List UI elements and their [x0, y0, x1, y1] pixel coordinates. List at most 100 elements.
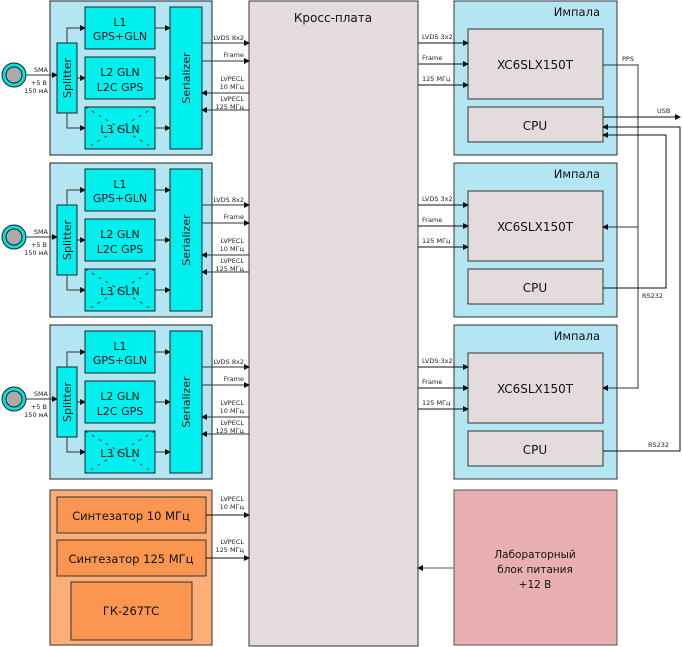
- psu-label: +12 В: [519, 579, 552, 591]
- cpu-label: CPU: [523, 281, 547, 295]
- link-label: LVPECL: [220, 95, 244, 103]
- l3-label: L3 GLN: [100, 285, 140, 298]
- link-label: Frame: [224, 213, 244, 221]
- rs232-cpu3-line: [602, 124, 681, 452]
- current-label: 150 мА: [24, 87, 48, 95]
- link-label: Frame: [224, 51, 244, 59]
- fpga-label: XC6SLX150T: [497, 382, 574, 396]
- link-label: 125 МГц: [216, 265, 245, 273]
- link-label: LVDS 3x2: [422, 195, 453, 203]
- synth-125mhz: Синтезатор 125 МГц: [56, 539, 207, 577]
- impala-title: Импала: [554, 329, 600, 343]
- power-label: +5 В: [31, 79, 47, 87]
- rs232-cpu2-line: [602, 132, 667, 289]
- l2-label: L2 GLN: [100, 66, 140, 79]
- power-label: +5 В: [31, 241, 47, 249]
- l1-label: L1: [113, 16, 126, 29]
- splitter-label: Splitter: [61, 382, 74, 422]
- psu-label: Лабораторный: [494, 549, 576, 561]
- splitter-label: Splitter: [61, 220, 74, 260]
- l1-label: GPS+GLN: [93, 30, 147, 43]
- link-label: 10 МГц: [220, 407, 245, 415]
- sma-label: SMA: [34, 228, 49, 236]
- l2-label: L2C GPS: [97, 81, 143, 94]
- synth-link-label: LVPECL: [220, 495, 244, 503]
- serializer-label: Serializer: [180, 52, 193, 104]
- sma-label: SMA: [34, 66, 49, 74]
- serializer-label: Serializer: [180, 214, 193, 266]
- impala-title: Импала: [554, 167, 600, 181]
- splitter-label: Splitter: [61, 58, 74, 98]
- rs232-label: RS232: [642, 292, 663, 300]
- power-supply: Лабораторный блок питания +12 В: [417, 489, 618, 646]
- l1-label: L1: [113, 340, 126, 353]
- link-label: LVPECL: [220, 419, 244, 427]
- l3-label: L3 GLN: [100, 123, 140, 136]
- synth-125mhz-label: Синтезатор 125 МГц: [68, 552, 193, 566]
- link-label: LVPECL: [220, 237, 244, 245]
- l3-label: L3 GLN: [100, 447, 140, 460]
- synth-link-label: 10 МГц: [220, 503, 245, 511]
- current-label: 150 мА: [24, 249, 48, 257]
- crossboard: Кросс-плата: [248, 0, 419, 647]
- sma-label: SMA: [34, 390, 49, 398]
- cpu-label: CPU: [523, 119, 547, 133]
- generator-gk267tc: ГК-267ТС: [70, 581, 193, 641]
- fpga-label: XC6SLX150T: [497, 220, 574, 234]
- l1-label: GPS+GLN: [93, 192, 147, 205]
- l2-label: L2 GLN: [100, 228, 140, 241]
- link-label: LVPECL: [220, 257, 244, 265]
- link-label: LVDS 8x2: [213, 34, 244, 42]
- generator-label: ГК-267ТС: [103, 604, 159, 618]
- power-label: +5 В: [31, 403, 47, 411]
- link-label: 125 МГц: [422, 237, 451, 245]
- l2-label: L2C GPS: [97, 405, 143, 418]
- pps-label: PPS: [622, 55, 634, 63]
- link-label: 10 МГц: [220, 245, 245, 253]
- synth-link-label: LVPECL: [220, 538, 244, 546]
- synth-panel: Синтезатор 10 МГц Синтезатор 125 МГц ГК-…: [49, 489, 250, 646]
- usb-label: USB: [657, 107, 670, 115]
- fpga-label: XC6SLX150T: [497, 58, 574, 72]
- link-label: 125 МГц: [216, 427, 245, 435]
- link-label: Frame: [422, 54, 442, 62]
- link-label: LVPECL: [220, 399, 244, 407]
- external-wiring: PPS USB RS232 RS232: [602, 55, 681, 452]
- impala-title: Импала: [554, 5, 600, 19]
- current-label: 150 мА: [24, 411, 48, 419]
- link-label: LVDS 8x2: [213, 196, 244, 204]
- link-label: 125 МГц: [422, 75, 451, 83]
- cpu-label: CPU: [523, 443, 547, 457]
- sma-connector-icon: [1, 386, 27, 412]
- link-label: Frame: [422, 216, 442, 224]
- l1-label: L1: [113, 178, 126, 191]
- rs232-label: RS232: [648, 441, 669, 449]
- l2-label: L2 GLN: [100, 390, 140, 403]
- link-label: 125 МГц: [216, 103, 245, 111]
- link-label: Frame: [422, 378, 442, 386]
- psu-label: блок питания: [497, 564, 573, 576]
- link-label: LVDS 8x2: [213, 358, 244, 366]
- sma-connector-icon: [1, 224, 27, 250]
- link-label: 10 МГц: [220, 83, 245, 91]
- crossboard-title: Кросс-плата: [294, 11, 372, 25]
- sma-connector-icon: [1, 62, 27, 88]
- link-label: LVPECL: [220, 75, 244, 83]
- serializer-label: Serializer: [180, 376, 193, 428]
- l2-label: L2C GPS: [97, 243, 143, 256]
- link-label: Frame: [224, 375, 244, 383]
- link-label: 125 МГц: [422, 399, 451, 407]
- synth-10mhz-label: Синтезатор 10 МГц: [72, 509, 190, 523]
- l1-label: GPS+GLN: [93, 354, 147, 367]
- link-label: LVDS 3x2: [422, 357, 453, 365]
- synth-10mhz: Синтезатор 10 МГц: [56, 496, 207, 534]
- link-label: LVDS 3x2: [422, 33, 453, 41]
- synth-link-label: 125 МГц: [216, 546, 245, 554]
